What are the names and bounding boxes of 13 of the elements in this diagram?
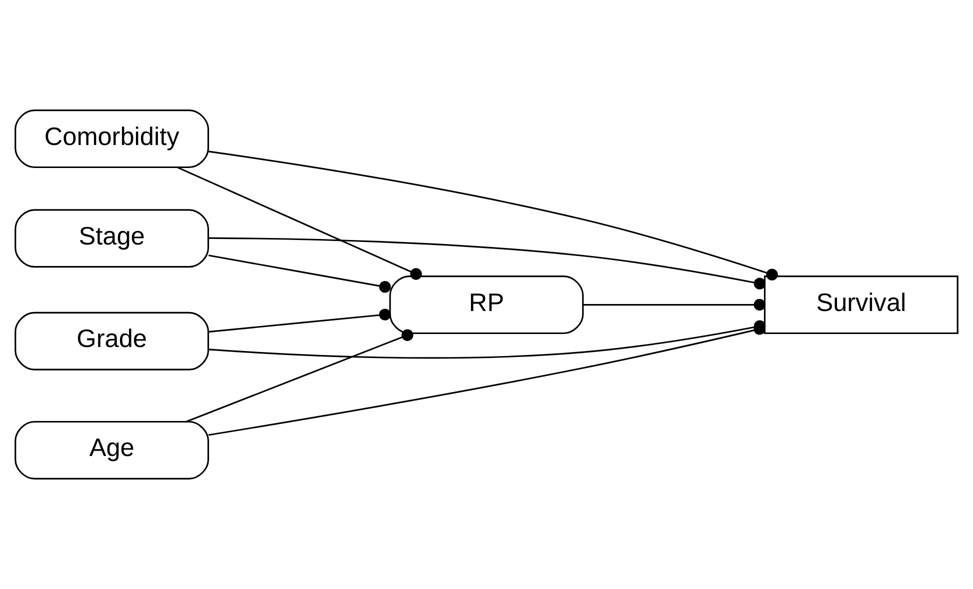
connector bbox=[208, 237, 766, 290]
node-box: Stage bbox=[14, 209, 210, 268]
connector bbox=[186, 329, 414, 422]
node-box: Age bbox=[14, 420, 210, 480]
node-box: RP bbox=[389, 276, 584, 334]
connector bbox=[208, 150, 778, 280]
connector bbox=[208, 308, 391, 333]
connector bbox=[583, 298, 766, 311]
node-box: Comorbidity bbox=[14, 110, 210, 168]
node-box: Grade bbox=[14, 312, 210, 370]
connector bbox=[176, 166, 422, 280]
node-box: Survival bbox=[764, 276, 958, 334]
connector bbox=[208, 254, 391, 293]
